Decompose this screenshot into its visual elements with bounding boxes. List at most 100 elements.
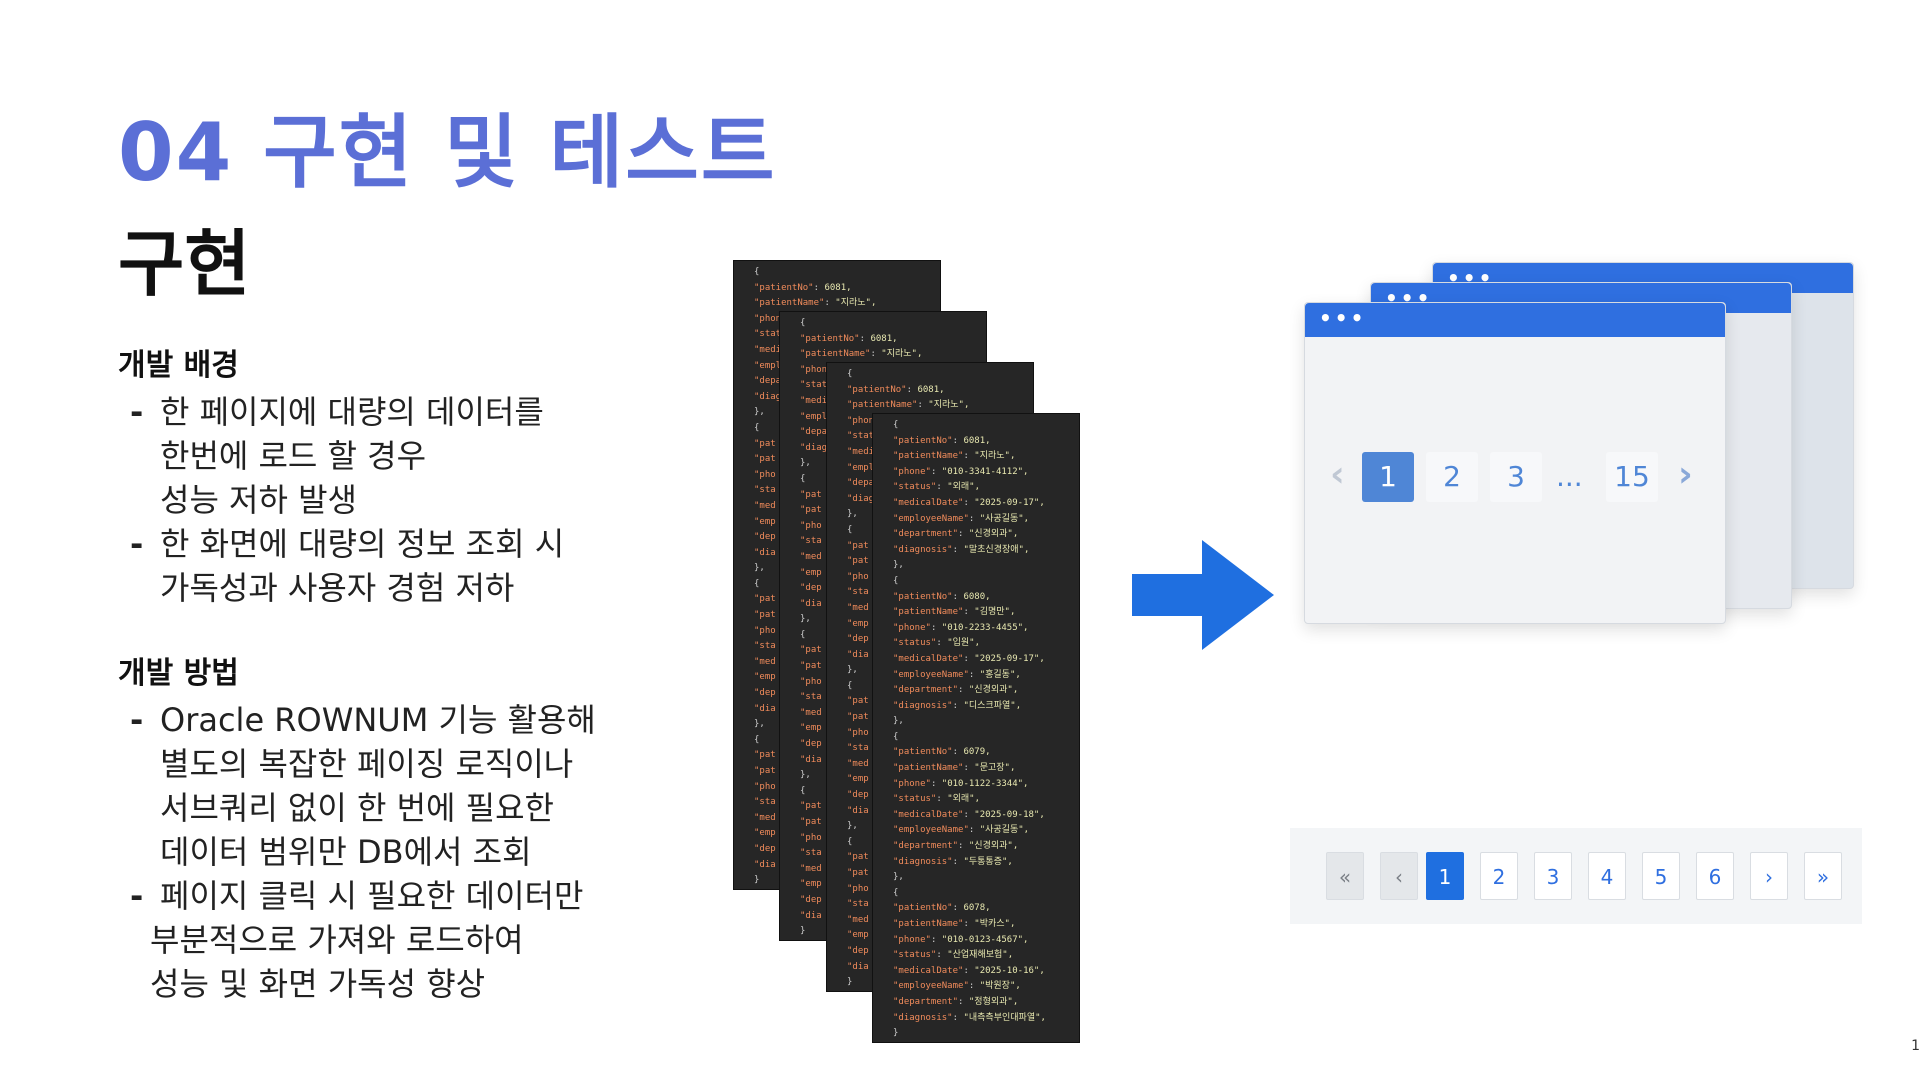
code-line: "emp bbox=[847, 618, 869, 629]
code-line: { bbox=[847, 369, 853, 379]
code-line: } bbox=[847, 977, 853, 988]
page-button-2[interactable]: 2 bbox=[1426, 452, 1478, 502]
code-line: "dia bbox=[847, 805, 869, 816]
code-line: { bbox=[800, 318, 806, 328]
code-line: } bbox=[754, 875, 760, 886]
section-method: 개발 방법 - Oracle ROWNUM 기능 활용해 별도의 복잡한 페이징… bbox=[118, 648, 638, 1006]
section-background: 개발 배경 - 한 페이지에 대량의 데이터를 한번에 로드 할 경우 성능 저… bbox=[118, 340, 638, 610]
code-line: "med bbox=[800, 863, 822, 874]
code-line: "employeeName": "박원장", bbox=[893, 981, 1021, 992]
code-line: "emp bbox=[800, 567, 822, 578]
json-code-panel: {"patientNo": 6081,"patientName": "지라노",… bbox=[872, 413, 1080, 1043]
first-page-button[interactable]: « bbox=[1326, 852, 1364, 900]
code-line: "phone": "010-3341-4112", bbox=[893, 466, 1029, 477]
code-line: "diagnosis": "두통통증", bbox=[893, 856, 1013, 867]
bullet-line: 한번에 로드 할 경우 bbox=[160, 437, 427, 475]
code-line: "patientName": "문고장", bbox=[893, 763, 1016, 774]
code-line: "pho bbox=[800, 832, 822, 843]
code-line: "sta bbox=[847, 899, 869, 910]
prev-arrow-icon[interactable]: ‹ bbox=[1330, 454, 1345, 495]
code-line: "dia bbox=[847, 961, 869, 972]
code-line: }, bbox=[754, 719, 765, 730]
code-line: }, bbox=[893, 872, 904, 883]
code-line: "status": "외래", bbox=[893, 794, 981, 805]
bullet-dash: - bbox=[130, 393, 144, 431]
section-heading: 개발 방법 bbox=[118, 656, 239, 691]
code-line: "pat bbox=[754, 610, 776, 621]
prev-page-button[interactable]: ‹ bbox=[1380, 852, 1418, 900]
code-line: "pho bbox=[754, 781, 776, 792]
code-line: "pat bbox=[754, 438, 776, 449]
code-line: } bbox=[893, 1028, 899, 1039]
page-button-15[interactable]: 15 bbox=[1606, 452, 1658, 502]
code-line: "phone": "010-1122-3344", bbox=[893, 778, 1029, 789]
code-line: }, bbox=[847, 821, 858, 832]
code-line: "patientName": "지라노", bbox=[847, 400, 970, 411]
code-line: "dia bbox=[754, 859, 776, 870]
slide-subtitle: 구현 bbox=[118, 222, 251, 306]
code-line: "sta bbox=[847, 743, 869, 754]
bullet-item: - 한 페이지에 대량의 데이터를 한번에 로드 할 경우 성능 저하 발생 bbox=[118, 390, 638, 522]
code-line: "pat bbox=[800, 645, 822, 656]
code-line: "employeeName": "사공길동", bbox=[893, 513, 1030, 524]
code-line: "status": "입원", bbox=[893, 638, 981, 649]
code-line: "med bbox=[800, 551, 822, 562]
code-line: }, bbox=[893, 716, 904, 727]
code-line: "pho bbox=[847, 571, 869, 582]
code-line: "patientNo": 6081, bbox=[847, 384, 945, 395]
window-dots-icon: ••• bbox=[1319, 306, 1367, 330]
code-line: { bbox=[754, 267, 760, 277]
code-line: "pat bbox=[754, 750, 776, 761]
code-line: }, bbox=[893, 560, 904, 571]
code-line: "status": "외래", bbox=[893, 482, 981, 493]
page-number: 1 bbox=[1911, 1038, 1920, 1054]
code-line: { bbox=[800, 785, 806, 796]
code-line: "sta bbox=[847, 587, 869, 598]
code-line: "med bbox=[800, 707, 822, 718]
code-line: "pat bbox=[847, 696, 869, 707]
page-button-5[interactable]: 5 bbox=[1642, 852, 1680, 900]
code-line: { bbox=[847, 680, 853, 691]
code-line: "dep bbox=[800, 739, 822, 750]
code-line: "patientNo": 6079, bbox=[893, 747, 991, 758]
code-line: "medicalDate": "2025-09-17", bbox=[893, 497, 1045, 508]
code-line: { bbox=[893, 420, 899, 430]
code-line: "dep bbox=[800, 583, 822, 594]
last-page-button[interactable]: » bbox=[1804, 852, 1842, 900]
code-line: "dep bbox=[847, 790, 869, 801]
code-line: "phone": "010-0123-4567", bbox=[893, 934, 1029, 945]
code-line: "phone": "010-2233-4455", bbox=[893, 622, 1029, 633]
code-line: "med bbox=[754, 656, 776, 667]
page-button-1[interactable]: 1 bbox=[1362, 452, 1414, 502]
bullet-item: - 페이지 클릭 시 필요한 데이터만 부분적으로 가져와 로드하여 성능 및 … bbox=[118, 874, 638, 1006]
code-line: "employeeName": "사공길동", bbox=[893, 825, 1030, 836]
page-button-2[interactable]: 2 bbox=[1480, 852, 1518, 900]
code-line: "department": "신경외과", bbox=[893, 685, 1019, 696]
code-line: "department": "신경외과", bbox=[893, 841, 1019, 852]
code-line: "sta bbox=[754, 485, 776, 496]
code-line: "patientName": "박카스", bbox=[893, 919, 1016, 929]
code-line: "pat bbox=[800, 489, 822, 500]
code-line: "department": "신경외과", bbox=[893, 529, 1019, 540]
code-line: "diagnosis": "내측측부인대파열", bbox=[893, 1012, 1046, 1023]
code-line: { bbox=[847, 524, 853, 535]
page-button-1[interactable]: 1 bbox=[1426, 852, 1464, 900]
next-page-button[interactable]: › bbox=[1750, 852, 1788, 900]
code-line: "patientNo": 6080, bbox=[893, 591, 991, 602]
page-button-4[interactable]: 4 bbox=[1588, 852, 1626, 900]
code-line: "med bbox=[847, 602, 869, 613]
page-button-6[interactable]: 6 bbox=[1696, 852, 1734, 900]
code-line: "pat bbox=[800, 801, 822, 812]
page-button-3[interactable]: 3 bbox=[1534, 852, 1572, 900]
code-line: "medicalDate": "2025-09-17", bbox=[893, 653, 1045, 664]
next-arrow-icon[interactable]: › bbox=[1678, 454, 1693, 495]
code-line: "dia bbox=[800, 910, 822, 921]
window-titlebar: ••• bbox=[1305, 303, 1725, 337]
page-button-3[interactable]: 3 bbox=[1490, 452, 1542, 502]
code-line: "sta bbox=[754, 641, 776, 652]
code-line: { bbox=[893, 731, 899, 742]
code-line: "emp bbox=[847, 774, 869, 785]
code-line: "pat bbox=[754, 454, 776, 465]
code-line: { bbox=[847, 836, 853, 847]
code-line: "patientName": "지라노", bbox=[754, 298, 877, 309]
